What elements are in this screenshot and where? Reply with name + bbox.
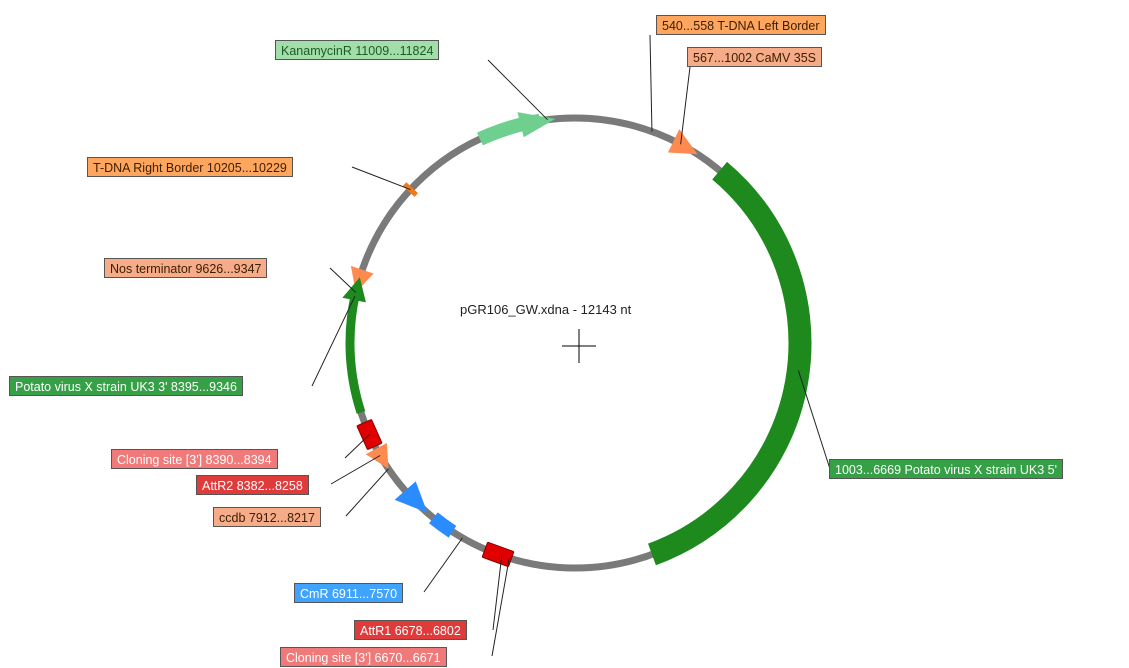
feature-pvx5-arc[interactable] [648,161,812,566]
label-tdna-left[interactable]: 540...558 T-DNA Left Border [656,15,826,35]
camv35s-arrow-head[interactable] [667,129,698,155]
label-cmr[interactable]: CmR 6911...7570 [294,583,404,603]
leader-attr1 [492,555,503,631]
leader-attr2 [330,455,381,485]
plasmid-title: pGR106_GW.xdna - 12143 nt [460,302,632,317]
label-clone3[interactable]: Cloning site [3'] 8390...8394 [111,449,278,469]
feature-pvx3-arc[interactable] [345,291,366,414]
pvx3-arrow-head[interactable] [342,277,366,303]
leader-pvx5 [797,370,831,470]
label-pvx3[interactable]: Potato virus X strain UK3 3' 8395...9346 [9,376,243,396]
leader-clone5 [491,558,510,657]
kanamycin-arrow-head[interactable] [517,112,556,138]
label-kanamycin[interactable]: KanamycinR 11009...11824 [275,40,440,60]
leader-clone3 [344,434,370,459]
label-attr2[interactable]: AttR2 8382...8258 [196,475,309,495]
label-leader-lines [311,34,831,657]
ccdb-arrow-head[interactable] [365,442,389,469]
attr1-block[interactable] [481,541,515,567]
leader-kanamycin [487,59,548,121]
leader-ccdb [345,468,389,517]
leader-pvx3 [311,296,356,387]
cmr-arrow-head[interactable] [394,481,428,513]
feature-cmr-arc[interactable] [428,512,457,538]
label-attr1[interactable]: AttR1 6678...6802 [354,620,467,640]
leader-nos [329,267,357,293]
leader-cmr [423,537,463,593]
leader-tdna-right [351,166,411,191]
label-tdna-right[interactable]: T-DNA Right Border 10205...10229 [87,157,293,177]
label-pvx5[interactable]: 1003...6669 Potato virus X strain UK3 5' [829,459,1063,479]
label-clone5[interactable]: Cloning site [3'] 6670...6671 [280,647,447,667]
label-nos[interactable]: Nos terminator 9626...9347 [104,258,268,278]
label-ccdb[interactable]: ccdb 7912...8217 [213,507,321,527]
leader-camv35s [680,66,691,145]
label-camv35s[interactable]: 567...1002 CaMV 35S [687,47,822,67]
leader-tdna-left [649,34,653,132]
